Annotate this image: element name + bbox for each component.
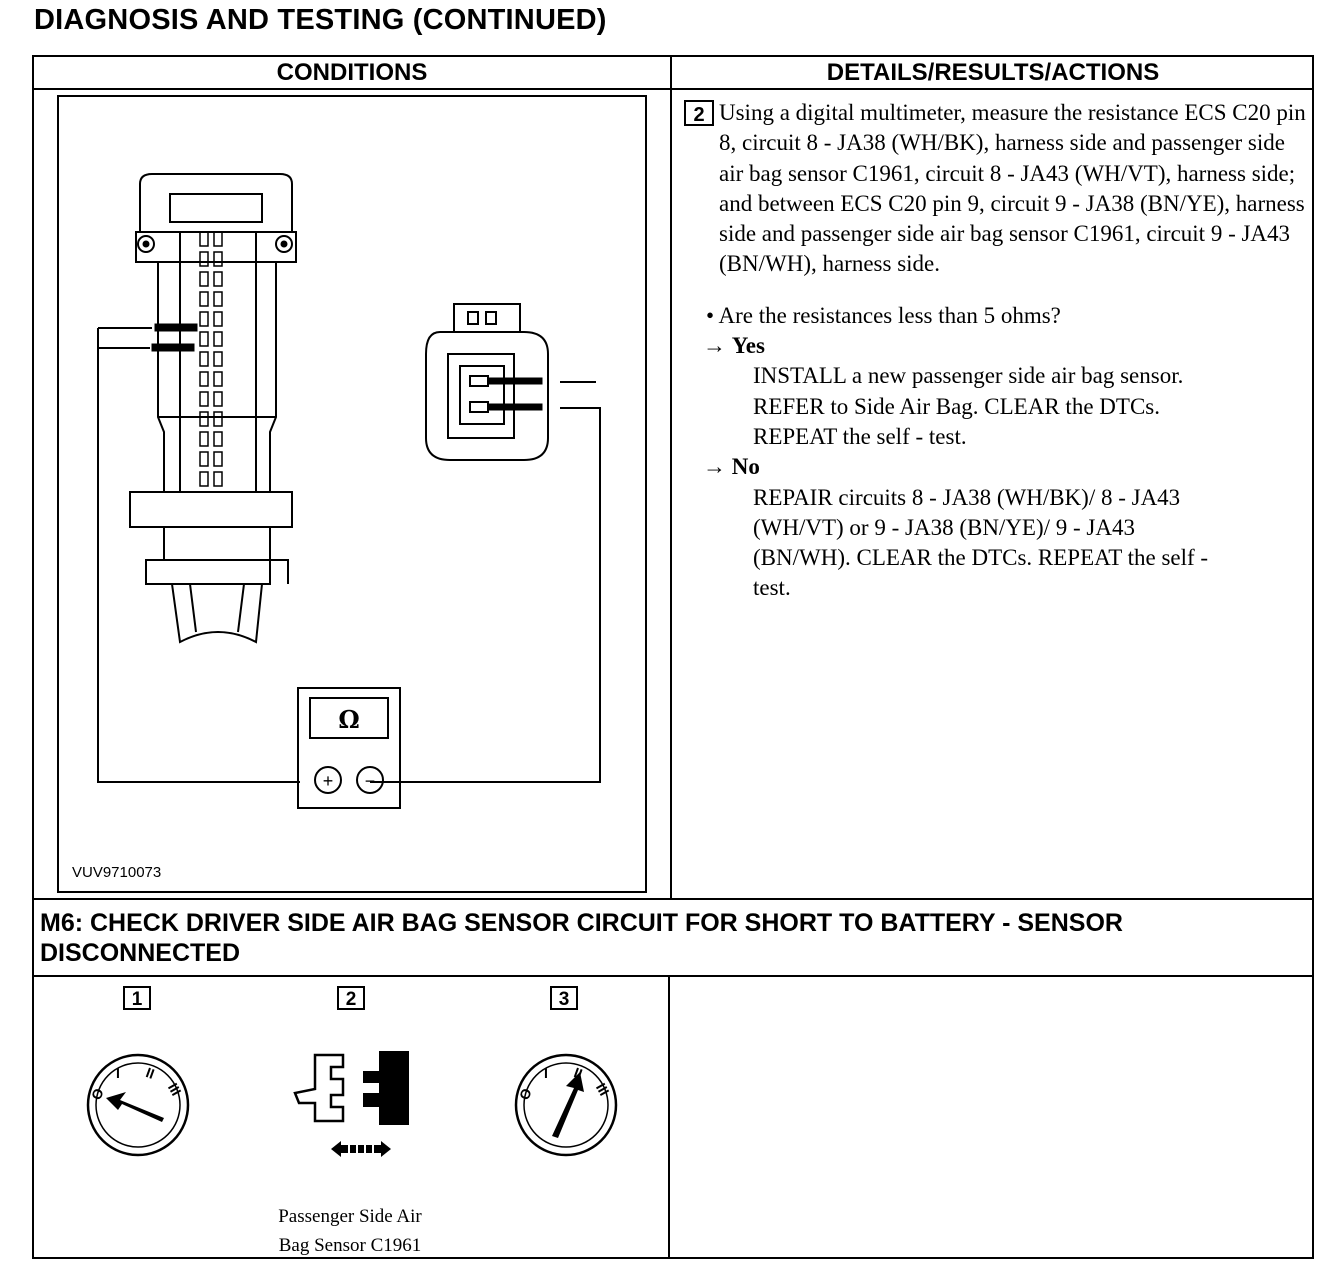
- svg-text:O: O: [88, 1086, 107, 1102]
- sensor-connector-c1961: [425, 303, 549, 461]
- row-divider-m6-body: [32, 975, 1314, 977]
- page-title: DIAGNOSIS AND TESTING (CONTINUED): [34, 4, 607, 36]
- header-details: DETAILS/RESULTS/ACTIONS: [826, 59, 1160, 86]
- c1961-leads: [370, 381, 601, 783]
- yes-action-line-3: REPEAT the self - test.: [753, 423, 967, 449]
- svg-text:II: II: [144, 1064, 157, 1082]
- c1961-probes: [487, 377, 543, 411]
- c20-pin-cavities: [199, 231, 223, 487]
- m6-step-number-1: 1: [123, 986, 151, 1010]
- sensor-caption: Passenger Side Air Bag Sensor C1961: [230, 1202, 470, 1260]
- ignition-switch-run-icon: O I II III: [514, 1053, 618, 1157]
- figure-caption: VUV9710073: [72, 864, 162, 881]
- m6-section-title: M6: CHECK DRIVER SIDE AIR BAG SENSOR CIR…: [40, 909, 1123, 967]
- c20-probes: [151, 323, 198, 352]
- arrow-icon: →: [703, 454, 726, 480]
- sensor-caption-line-2: Bag Sensor C1961: [278, 1235, 422, 1256]
- diagram-border: [57, 95, 647, 893]
- m6-step-number-2: 2: [337, 986, 365, 1010]
- yes-action-line-1: INSTALL a new passenger side air bag sen…: [753, 363, 1184, 389]
- yes-action-line-2: REFER to Side Air Bag. CLEAR the DTCs.: [753, 393, 1160, 419]
- no-action-line-1: REPAIR circuits 8 - JA38 (WH/BK)/ 8 - JA…: [753, 484, 1181, 510]
- step-2-paragraph: 2 Using a digital multimeter, measure th…: [684, 98, 1310, 280]
- details-column: 2 Using a digital multimeter, measure th…: [684, 98, 1310, 604]
- no-action-line-3: (BN/WH). CLEAR the DTCs. REPEAT the self…: [753, 545, 1209, 571]
- c20-leads: [97, 327, 300, 783]
- yes-label: Yes: [731, 333, 765, 359]
- ohm-symbol: Ω: [338, 705, 359, 734]
- no-action-line-2: (WH/VT) or 9 - JA38 (BN/YE)/ 9 - JA43: [753, 514, 1135, 540]
- plus-terminal: +: [323, 771, 334, 791]
- minus-terminal: −: [365, 771, 376, 791]
- step-2-text: Using a digital multimeter, measure the …: [719, 100, 1306, 277]
- column-divider-top: [670, 55, 672, 900]
- answer-yes: → Yes: [684, 331, 1310, 361]
- connector-disconnect-icon: [293, 1051, 409, 1157]
- ignition-switch-off-icon: O I II III: [86, 1053, 190, 1157]
- ecs-connector-c20: [129, 173, 297, 644]
- no-action-line-4: test.: [753, 575, 791, 601]
- table-frame: [32, 55, 1314, 1259]
- answer-no: → No: [684, 452, 1310, 482]
- svg-text:I: I: [544, 1065, 548, 1081]
- arrow-icon: →: [703, 333, 726, 359]
- no-label: No: [731, 454, 760, 480]
- sensor-caption-line-1: Passenger Side Air: [278, 1206, 422, 1227]
- step-number-2: 2: [684, 100, 714, 126]
- row-divider-m6: [32, 898, 1314, 900]
- column-divider-bottom: [668, 975, 670, 1259]
- svg-text:I: I: [116, 1065, 120, 1081]
- connector-diagram: Ω + −: [57, 95, 647, 893]
- header-divider: [32, 88, 1314, 90]
- multimeter: [297, 687, 401, 809]
- step-2-question: • Are the resistances less than 5 ohms?: [706, 302, 1061, 328]
- m6-step-number-3: 3: [550, 986, 578, 1010]
- header-conditions: CONDITIONS: [276, 59, 428, 86]
- svg-text:O: O: [516, 1086, 535, 1102]
